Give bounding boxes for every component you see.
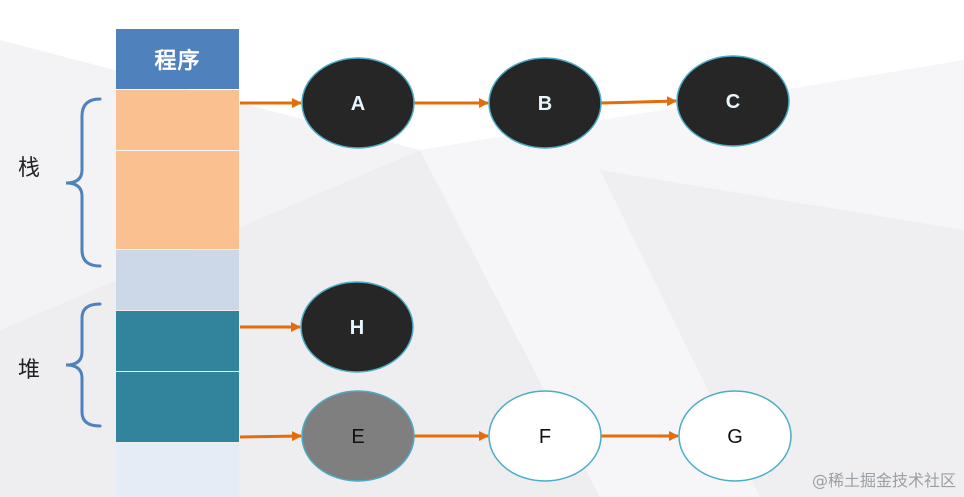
node-c: C bbox=[676, 55, 790, 147]
node-b-shape bbox=[488, 57, 602, 149]
heap-slot-1 bbox=[116, 311, 239, 371]
watermark: @稀土掘金技术社区 bbox=[811, 471, 956, 490]
free-slot bbox=[116, 443, 239, 497]
node-h-shape bbox=[300, 281, 414, 373]
node-a-label: A bbox=[351, 93, 365, 115]
node-c-label: C bbox=[726, 91, 740, 113]
node-b-label: B bbox=[538, 93, 552, 115]
stack-slot-1 bbox=[116, 90, 239, 150]
node-a-shape bbox=[301, 57, 415, 149]
node-a: A bbox=[301, 57, 415, 149]
program-header-block: 程序 bbox=[116, 29, 239, 89]
heap-label: 堆 bbox=[18, 358, 41, 383]
node-f-shape bbox=[488, 390, 602, 482]
node-c-shape bbox=[676, 55, 790, 147]
node-b: B bbox=[488, 57, 602, 149]
node-e-label: E bbox=[351, 426, 364, 448]
node-e: E bbox=[301, 390, 415, 482]
program-header-label: 程序 bbox=[154, 49, 201, 74]
arrow-B-to-C bbox=[600, 96, 677, 107]
heap-slot-2 bbox=[116, 372, 239, 442]
heap-bracket bbox=[65, 302, 102, 428]
arrow-heap-slot-2-to-E bbox=[239, 431, 302, 442]
node-g-shape bbox=[678, 390, 792, 482]
node-g: G bbox=[678, 390, 792, 482]
node-f-label: F bbox=[539, 426, 551, 448]
stack-bracket bbox=[65, 97, 102, 268]
node-f: F bbox=[488, 390, 602, 482]
node-g-label: G bbox=[727, 426, 743, 448]
node-e-shape bbox=[301, 390, 415, 482]
stack-slot-2 bbox=[116, 151, 239, 249]
stack-label: 栈 bbox=[18, 156, 41, 181]
node-h-label: H bbox=[350, 317, 364, 339]
node-h: H bbox=[300, 281, 414, 373]
gap-slot bbox=[116, 250, 239, 310]
